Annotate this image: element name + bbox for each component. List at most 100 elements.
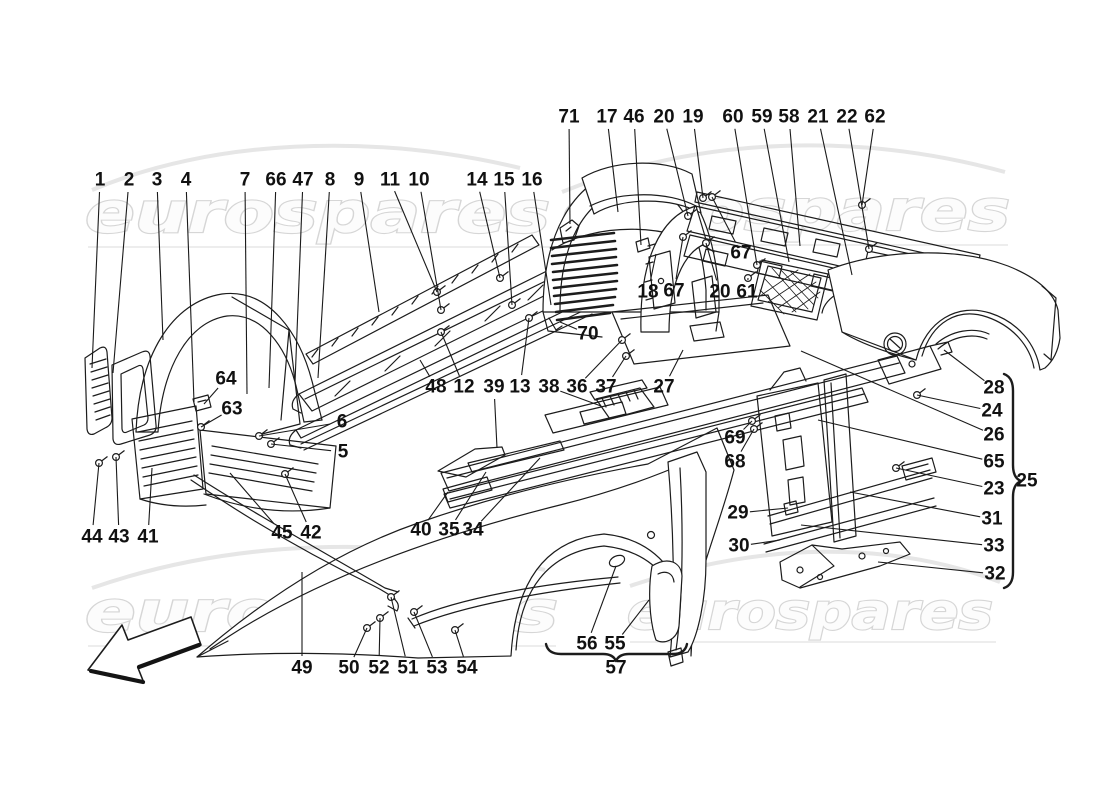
leader-line-26: [800, 350, 984, 431]
floor-grille-panels: [132, 406, 336, 511]
part-label-3[interactable]: 3: [152, 170, 163, 191]
part-label-32[interactable]: 32: [984, 564, 1005, 585]
leader-line-5: [270, 443, 332, 452]
leader-line-52: [378, 617, 381, 657]
part-label-53[interactable]: 53: [426, 658, 447, 679]
part-label-10[interactable]: 10: [408, 170, 429, 191]
floor-rails: [438, 342, 952, 508]
part-label-50[interactable]: 50: [338, 658, 359, 679]
leader-line-59: [763, 128, 790, 263]
part-label-36[interactable]: 36: [566, 377, 587, 398]
part-label-26[interactable]: 26: [983, 425, 1004, 446]
part-label-62[interactable]: 62: [864, 107, 885, 128]
fastener-icon: [508, 298, 521, 310]
group-brackets: [546, 374, 1021, 661]
part-label-34[interactable]: 34: [462, 520, 484, 541]
part-label-37[interactable]: 37: [595, 377, 616, 398]
part-label-59[interactable]: 59: [751, 107, 772, 128]
part-label-58[interactable]: 58: [778, 107, 799, 128]
part-label-56[interactable]: 56: [576, 634, 597, 655]
part-label-9[interactable]: 9: [354, 170, 365, 191]
part-label-61[interactable]: 61: [736, 282, 758, 303]
part-label-27[interactable]: 27: [653, 377, 674, 398]
part-label-33[interactable]: 33: [983, 536, 1004, 557]
leader-line-3: [156, 191, 164, 341]
part-label-1[interactable]: 1: [95, 170, 106, 191]
part-label-24[interactable]: 24: [981, 401, 1003, 422]
part-label-51[interactable]: 51: [397, 658, 419, 679]
part-label-41[interactable]: 41: [137, 527, 159, 548]
part-label-11[interactable]: 11: [380, 170, 401, 191]
part-label-66[interactable]: 66: [265, 170, 286, 191]
part-label-25[interactable]: 25: [1016, 471, 1038, 492]
part-label-20[interactable]: 20: [709, 282, 730, 303]
part-label-40[interactable]: 40: [410, 520, 431, 541]
part-label-45[interactable]: 45: [271, 523, 293, 544]
fastener-icon: [743, 271, 757, 283]
part-label-60[interactable]: 60: [722, 107, 743, 128]
part-label-21[interactable]: 21: [807, 107, 829, 128]
part-label-15[interactable]: 15: [493, 170, 515, 191]
part-label-46[interactable]: 46: [623, 107, 644, 128]
part-label-35[interactable]: 35: [438, 520, 460, 541]
part-label-63[interactable]: 63: [221, 399, 242, 420]
part-label-48[interactable]: 48: [425, 377, 446, 398]
part-label-67[interactable]: 67: [663, 281, 684, 302]
part-label-52[interactable]: 52: [368, 658, 389, 679]
part-label-30[interactable]: 30: [728, 536, 749, 557]
part-label-12[interactable]: 12: [453, 377, 474, 398]
part-label-42[interactable]: 42: [300, 523, 321, 544]
part-label-18[interactable]: 18: [637, 282, 658, 303]
part-label-68[interactable]: 68: [724, 452, 745, 473]
part-label-71[interactable]: 71: [558, 107, 580, 128]
leader-line-24: [916, 394, 981, 410]
part-label-22[interactable]: 22: [836, 107, 857, 128]
part-label-14[interactable]: 14: [466, 170, 488, 191]
leader-line-23: [895, 467, 983, 488]
part-label-54[interactable]: 54: [456, 658, 478, 679]
part-label-16[interactable]: 16: [521, 170, 542, 191]
part-label-49[interactable]: 49: [291, 658, 312, 679]
part-label-69[interactable]: 69: [724, 428, 745, 449]
part-label-28[interactable]: 28: [983, 378, 1004, 399]
part-label-31[interactable]: 31: [981, 509, 1003, 530]
part-label-23[interactable]: 23: [983, 479, 1004, 500]
part-label-19[interactable]: 19: [682, 107, 703, 128]
part-label-4[interactable]: 4: [181, 170, 192, 191]
part-label-47[interactable]: 47: [292, 170, 313, 191]
part-label-6[interactable]: 6: [337, 412, 348, 433]
part-label-43[interactable]: 43: [108, 527, 129, 548]
leader-line-32: [877, 561, 984, 574]
leader-line-13: [521, 317, 530, 376]
part-label-57[interactable]: 57: [605, 658, 626, 679]
direction-arrow-icon: [88, 617, 201, 683]
part-label-20[interactable]: 20: [653, 107, 674, 128]
part-label-55[interactable]: 55: [604, 634, 626, 655]
leader-line-28: [943, 349, 985, 382]
leader-line-9: [360, 191, 380, 313]
part-label-65[interactable]: 65: [983, 452, 1005, 473]
part-label-17[interactable]: 17: [596, 107, 617, 128]
inner-quarter-structure: [757, 368, 936, 552]
part-label-13[interactable]: 13: [509, 377, 530, 398]
part-label-39[interactable]: 39: [483, 377, 504, 398]
leader-line-62: [861, 128, 874, 206]
part-label-70[interactable]: 70: [577, 324, 598, 345]
part-label-8[interactable]: 8: [325, 170, 336, 191]
part-label-38[interactable]: 38: [538, 377, 559, 398]
leader-line-70: [559, 321, 578, 330]
part-label-44[interactable]: 44: [81, 527, 103, 548]
leader-line-63: [200, 414, 222, 428]
part-label-2[interactable]: 2: [124, 170, 135, 191]
part-label-29[interactable]: 29: [727, 503, 748, 524]
leader-line-71: [568, 128, 571, 225]
part-label-5[interactable]: 5: [338, 442, 349, 463]
front-wheel-arch-liner: [136, 293, 322, 434]
leader-line-4: [185, 191, 195, 403]
part-label-7[interactable]: 7: [240, 170, 251, 191]
leader-line-55: [621, 599, 650, 635]
part-label-67[interactable]: 67: [730, 243, 751, 264]
part-label-64[interactable]: 64: [215, 369, 237, 390]
leader-line-51: [390, 596, 406, 657]
leader-line-68: [740, 428, 755, 452]
